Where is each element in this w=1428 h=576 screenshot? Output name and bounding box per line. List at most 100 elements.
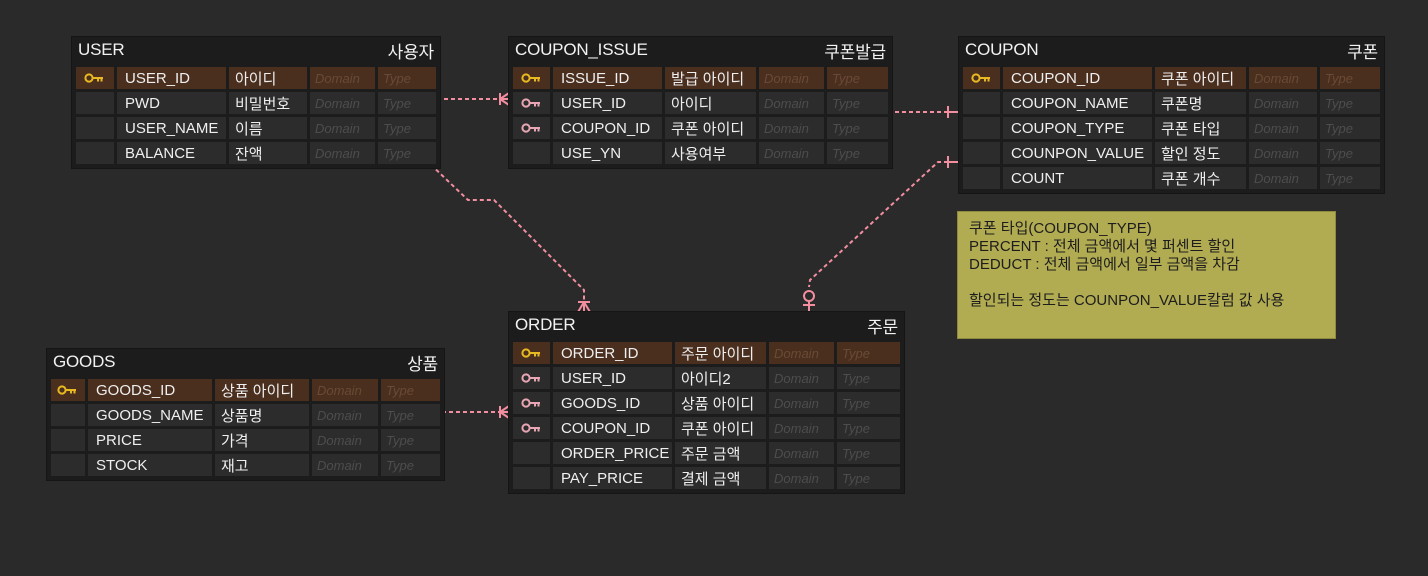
attribute-domain: Domain xyxy=(310,117,375,139)
attribute-name: PWD xyxy=(117,92,226,114)
attribute-domain: Domain xyxy=(1249,167,1317,189)
attribute-name: USER_ID xyxy=(553,367,672,389)
attribute-label: 재고 xyxy=(215,454,309,476)
attribute-domain: Domain xyxy=(312,429,378,451)
attribute-name: COUPON_TYPE xyxy=(1003,117,1152,139)
primary-key-icon xyxy=(513,342,550,364)
primary-key-icon xyxy=(513,67,550,89)
attribute-name: GOODS_ID xyxy=(553,392,672,414)
attribute-type: Type xyxy=(837,367,900,389)
attribute-label: 쿠폰 아이디 xyxy=(675,417,766,439)
attribute-type: Type xyxy=(827,67,888,89)
attribute-type: Type xyxy=(837,442,900,464)
note-line: 할인되는 정도는 COUNPON_VALUE칼럼 값 사용 xyxy=(969,292,1285,309)
entity-label: 주문 xyxy=(867,317,898,337)
attribute-domain: Domain xyxy=(312,454,378,476)
attribute-label: 가격 xyxy=(215,429,309,451)
attribute-type: Type xyxy=(837,417,900,439)
attribute-label: 아이디 xyxy=(665,92,756,114)
attribute-domain: Domain xyxy=(769,467,834,489)
attribute-label: 할인 정도 xyxy=(1155,142,1246,164)
entity-label: 상품 xyxy=(407,354,438,374)
key-cell xyxy=(963,142,1000,164)
attribute-domain: Domain xyxy=(769,342,834,364)
many-marker xyxy=(577,301,591,313)
coupon-type-note[interactable]: 쿠폰 타입(COUPON_TYPE)PERCENT : 전체 금액에서 몇 퍼센… xyxy=(958,212,1335,338)
note-line: DEDUCT : 전체 금액에서 일부 금액을 차감 xyxy=(969,256,1240,273)
attribute-label: 잔액 xyxy=(229,142,307,164)
note-blank-line xyxy=(969,274,1335,292)
entity-header: ORDER 주문 xyxy=(509,312,904,338)
attribute-label: 쿠폰 아이디 xyxy=(1155,67,1246,89)
key-cell xyxy=(76,142,114,164)
entity-name: ORDER xyxy=(515,315,576,334)
attribute-type: Type xyxy=(1320,92,1380,114)
many-marker xyxy=(499,405,510,419)
key-cell xyxy=(76,92,114,114)
attribute-domain: Domain xyxy=(769,367,834,389)
attribute-label: 주문 아이디 xyxy=(675,342,766,364)
attribute-domain: Domain xyxy=(769,417,834,439)
many-marker xyxy=(499,92,510,106)
attribute-name: COUPON_NAME xyxy=(1003,92,1152,114)
attribute-name: GOODS_NAME xyxy=(88,404,212,426)
entity-name: GOODS xyxy=(53,352,116,371)
attribute-label: 쿠폰명 xyxy=(1155,92,1246,114)
one-marker xyxy=(803,301,815,312)
attribute-label: 이름 xyxy=(229,117,307,139)
attribute-type: Type xyxy=(827,117,888,139)
entity-name: USER xyxy=(78,40,125,59)
attribute-type: Type xyxy=(378,92,436,114)
attribute-domain: Domain xyxy=(759,117,824,139)
primary-key-icon xyxy=(51,379,85,401)
one-marker xyxy=(947,106,958,118)
key-cell xyxy=(51,404,85,426)
attribute-type: Type xyxy=(837,467,900,489)
attribute-type: Type xyxy=(1320,67,1380,89)
foreign-key-icon xyxy=(513,417,550,439)
attribute-type: Type xyxy=(381,404,440,426)
foreign-key-icon xyxy=(513,92,550,114)
relationship-user-order xyxy=(418,161,585,302)
zero-marker xyxy=(803,290,815,302)
attribute-name: COUNT xyxy=(1003,167,1152,189)
attribute-name: BALANCE xyxy=(117,142,226,164)
attribute-domain: Domain xyxy=(310,67,375,89)
attribute-type: Type xyxy=(378,67,436,89)
attribute-label: 주문 금액 xyxy=(675,442,766,464)
entity-name: COUPON_ISSUE xyxy=(515,40,648,59)
attribute-label: 쿠폰 개수 xyxy=(1155,167,1246,189)
key-cell xyxy=(51,454,85,476)
